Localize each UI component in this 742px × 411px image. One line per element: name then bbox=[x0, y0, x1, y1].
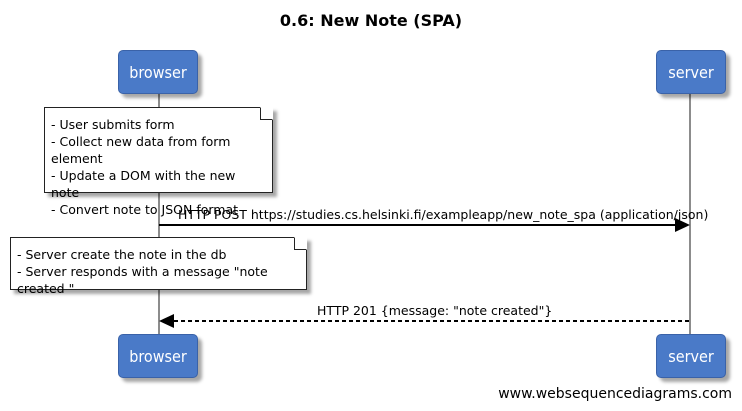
browser-participant-bottom: browser bbox=[118, 334, 198, 378]
post-arrowhead bbox=[675, 218, 690, 232]
server-note: - Server create the note in the db - Ser… bbox=[10, 237, 307, 296]
footer-watermark: www.websequencediagrams.com bbox=[498, 386, 732, 402]
note-fold-corner bbox=[260, 107, 273, 120]
server-note-line: - Server create the note in the db bbox=[17, 247, 227, 262]
browser-lifeline bbox=[158, 92, 160, 337]
response-arrowhead bbox=[159, 314, 174, 328]
server-note-line: - Server responds with a message "note c… bbox=[17, 264, 268, 296]
diagram-title: 0.6: New Note (SPA) bbox=[279, 11, 463, 30]
browser-note-line: - Update a DOM with the new note bbox=[51, 168, 236, 200]
server-lifeline bbox=[689, 92, 691, 337]
note-fold-corner bbox=[294, 237, 307, 250]
browser-note-line: - User submits form bbox=[51, 117, 175, 132]
browser-participant-top: browser bbox=[118, 50, 198, 94]
post-message-label: HTTP POST https://studies.cs.helsinki.fi… bbox=[178, 207, 709, 222]
browser-note-line: - Collect new data from form element bbox=[51, 134, 231, 166]
browser-note: - User submits form - Collect new data f… bbox=[44, 107, 273, 217]
browser-note-line: - Convert note to JSON format bbox=[51, 202, 239, 217]
response-message-label: HTTP 201 {message: "note created"} bbox=[317, 303, 553, 318]
server-participant-bottom: server bbox=[656, 334, 726, 378]
server-participant-top: server bbox=[656, 50, 726, 94]
